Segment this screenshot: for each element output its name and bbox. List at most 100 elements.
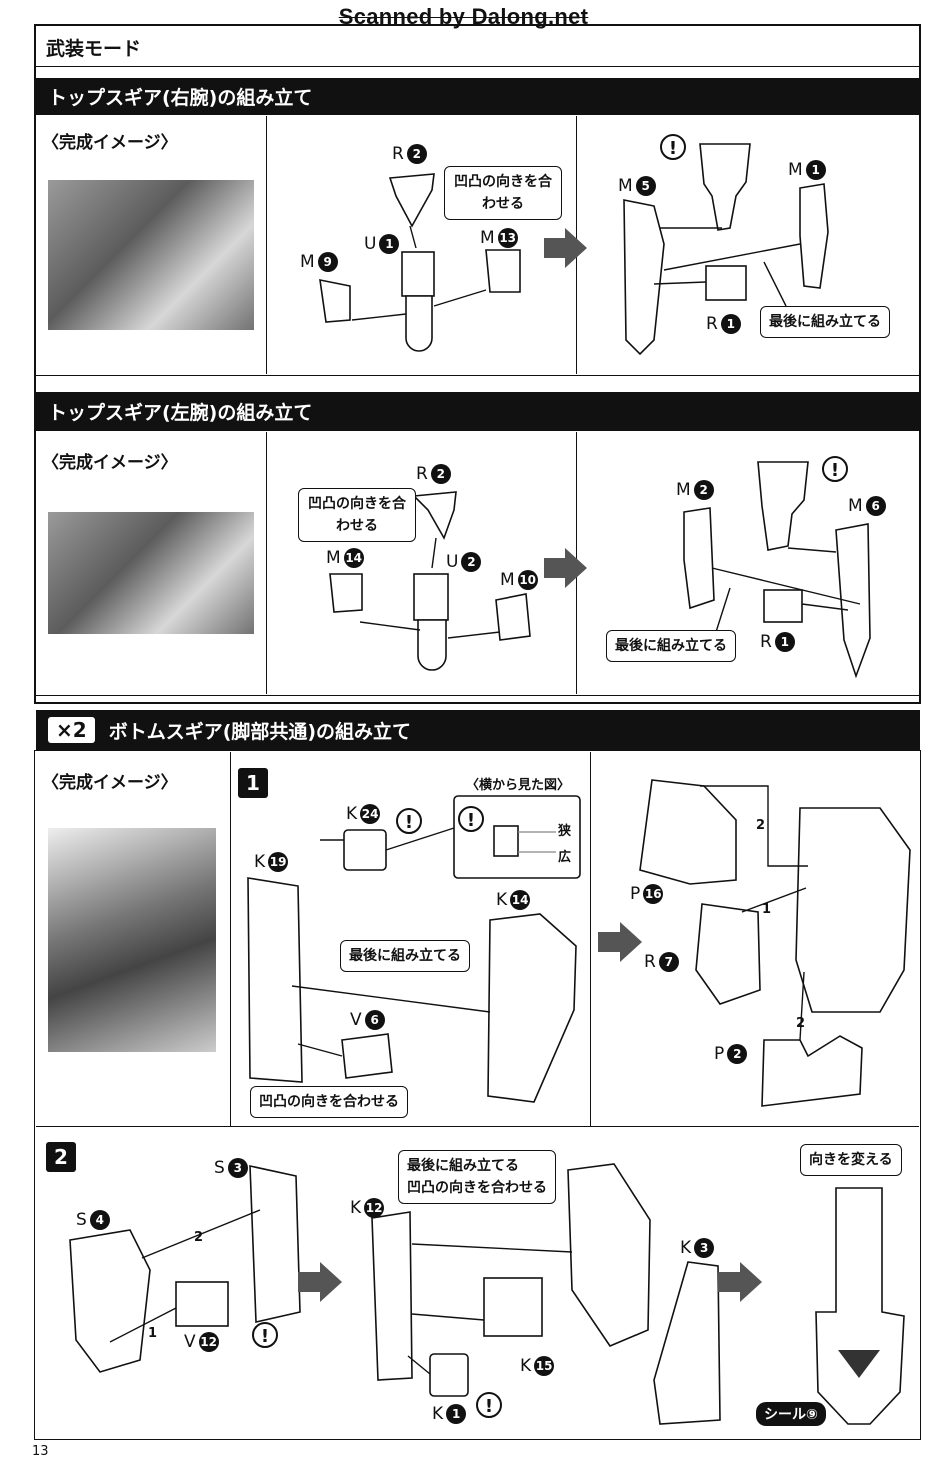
text: K [520, 1356, 532, 1376]
text: U [446, 552, 459, 572]
text: 12 [198, 1332, 219, 1352]
order-2-marker: 2 [796, 1016, 806, 1031]
completion-label-right: 〈完成イメージ〉 [42, 133, 178, 153]
text: 1 [805, 160, 826, 180]
divider [266, 432, 267, 694]
text: K [432, 1404, 444, 1424]
text: 最後に組み立てる [349, 948, 461, 964]
divider [590, 752, 591, 1126]
text: K [254, 852, 266, 872]
mode-title: 武装モード [46, 38, 142, 60]
text: 凹凸の向きを合わせる [407, 1180, 547, 1196]
text: 1 [446, 1404, 467, 1424]
text: M [480, 228, 495, 248]
text: 14 [510, 890, 531, 910]
left-arm-panel [34, 430, 921, 696]
text: M [300, 252, 315, 272]
warning-icon: ! [252, 1322, 278, 1348]
text: 1 [774, 632, 795, 652]
order-2-marker: 2 [756, 818, 766, 833]
left-arm-title-bar: トップスギア(左腕)の組み立て [36, 392, 920, 430]
text: 13 [497, 228, 518, 248]
text: M [848, 496, 863, 516]
text: 6 [865, 496, 886, 516]
text: 最後に組み立てる [769, 314, 881, 330]
wide-label: 広 [558, 850, 572, 865]
legs-last-callout: 最後に組み立てる [340, 940, 470, 972]
text: 2 [461, 552, 482, 572]
text: 24 [360, 804, 381, 824]
step-1-badge: 1 [238, 768, 268, 798]
text: 最後に組み立てる [407, 1158, 519, 1174]
text: 4 [89, 1210, 110, 1230]
text: 5 [635, 176, 656, 196]
text: 1 [720, 314, 741, 334]
order-1-marker: 1 [762, 902, 772, 917]
warning-icon: ! [396, 808, 422, 834]
legs-title: ボトムスギア(脚部共通)の組み立て [108, 720, 412, 743]
seal-label: シール⑨ [756, 1402, 826, 1426]
right-arm-panel [34, 114, 921, 376]
completion-photo-right [48, 180, 254, 330]
completion-label-legs: 〈完成イメージ〉 [42, 773, 178, 793]
completion-photo-left [48, 512, 254, 634]
legs-title-bar: ×2 ボトムスギア(脚部共通)の組み立て [36, 710, 920, 750]
text: K [346, 804, 358, 824]
left-arm-title: トップスギア(左腕)の組み立て [48, 401, 313, 424]
text: R [392, 144, 404, 164]
text: 3 [227, 1158, 248, 1178]
text: V [184, 1332, 196, 1352]
legs-align-callout: 凹凸の向きを合わせる [250, 1086, 408, 1118]
text: M [788, 160, 803, 180]
text: M [618, 176, 633, 196]
text: M [500, 570, 515, 590]
text: K [496, 890, 508, 910]
text: K [680, 1238, 692, 1258]
divider [36, 1126, 919, 1127]
text: 凹凸の向きを合わせる [454, 174, 552, 212]
left-arm-align-callout: 凹凸の向きを合わせる [298, 488, 416, 542]
text: 2 [430, 464, 451, 484]
warning-icon: ! [822, 456, 848, 482]
side-view-title: 〈横から見た図〉 [466, 778, 571, 793]
text: 1 [379, 234, 400, 254]
text: 12 [364, 1198, 385, 1218]
completion-label-left: 〈完成イメージ〉 [42, 453, 178, 473]
left-arm-last-callout: 最後に組み立てる [606, 630, 736, 662]
text: S [76, 1210, 87, 1230]
text: P [714, 1044, 725, 1064]
text: U [364, 234, 377, 254]
text: R [644, 952, 656, 972]
text: 9 [317, 252, 338, 272]
text: 6 [364, 1010, 385, 1030]
page-number: 13 [32, 1444, 49, 1459]
multiplier-badge: ×2 [48, 717, 95, 743]
text: K [350, 1198, 362, 1218]
text: 19 [268, 852, 289, 872]
warning-icon: ! [458, 806, 484, 832]
text: P [630, 884, 641, 904]
text: 3 [694, 1238, 715, 1258]
right-arm-align-callout: 凹凸の向きを合わせる [444, 166, 562, 220]
warning-icon: ! [660, 134, 686, 160]
text: 16 [643, 884, 664, 904]
